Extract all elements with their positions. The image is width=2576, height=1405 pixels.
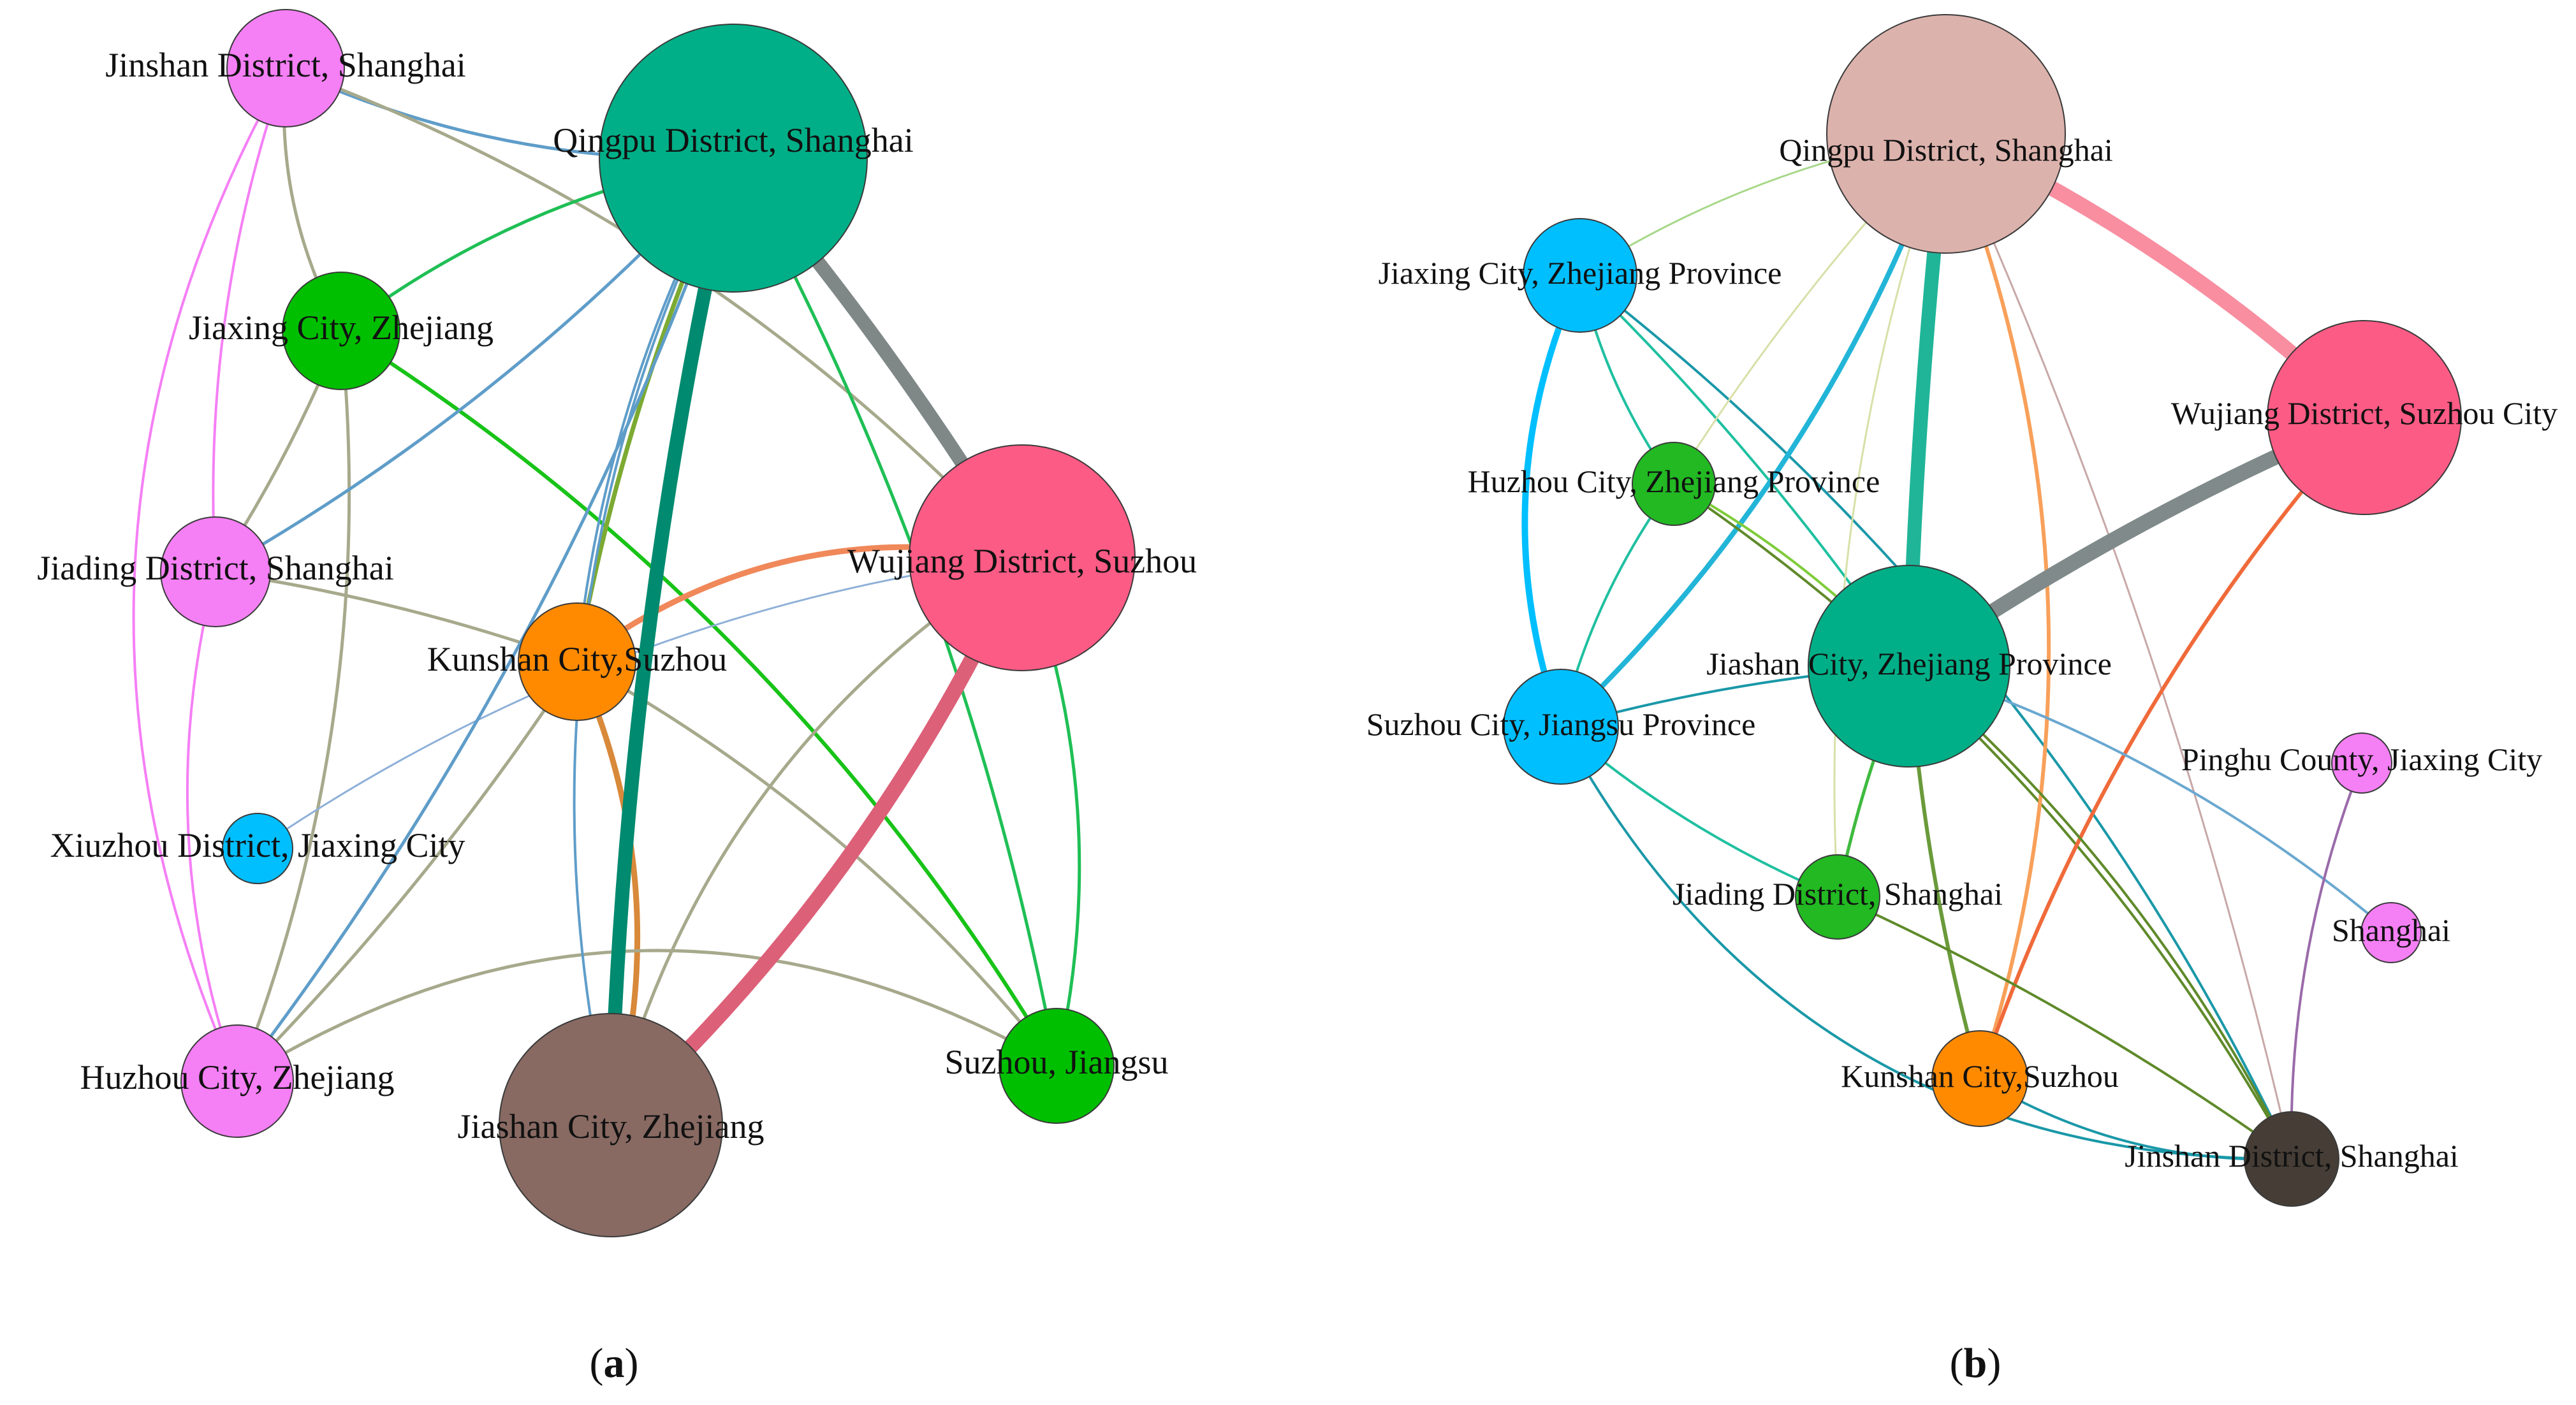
panel-a-edge-huzhou-kunshan [235,660,579,1083]
panel-b-node-jinshan [2244,1111,2339,1207]
panel-a-node-jiaxing [282,272,400,390]
panel-b-node-label-wujiang: Wujiang District, Suzhou City [2171,395,2558,431]
panel-a-node-label-qingpu: Qingpu District, Shanghai [553,121,913,159]
panel-a-edge-qingpu-jiashan [604,151,740,1132]
panel-a-node-qingpu [599,24,868,293]
panel-b-node-wujiang [2267,320,2462,515]
panel-b-node-jiaxing [1523,218,1637,333]
panel-a-node-jiading [160,516,271,627]
panel-a-node-label-huzhou: Huzhou City, Zhejiang [80,1058,395,1096]
panel-b-node-label-kunshan: Kunshan City,Suzhou [1841,1058,2119,1094]
panel-a-node-label-xiuzhou: Xiuzhou District, Jiaxing City [50,826,465,864]
panel-b-node-shanghai [2360,902,2422,963]
panel-a-edge-jiaxing-suzhou [339,329,1058,1068]
panel-a-node-label-jiaxing: Jiaxing City, Zhejiang [189,309,494,347]
panel-b-edge-wujiang-kunshan [1978,416,2366,1081]
panel-b-edge-qingpu-kunshan [1944,132,2051,1081]
panel-b-edge-jiaxing-suzhou [1521,272,1583,730]
panel-b-node-label-huzhou: Huzhou City, Zhejiang Province [1468,463,1880,499]
panel-b-edge-qingpu-jinshan [1945,133,2293,1160]
panel-b-edge-jiading-jinshan [1836,896,2293,1160]
panel-a-node-label-suzhou: Suzhou, Jiangsu [945,1043,1169,1081]
panel-b-node-qingpu [1826,14,2066,254]
panel-b-node-huzhou [1632,442,1716,526]
panel-b-node-label-jiashan: Jiashan City, Zhejiang Province [1706,646,2112,681]
panel-a-node-label-jiashan: Jiashan City, Zhejiang [458,1107,765,1146]
panel-b-node-label-suzhou: Suzhou City, Jiangsu Province [1366,706,1756,742]
panel-a-node-jinshan [226,9,345,127]
panel-a-node-label-kunshan: Kunshan City,Suzhou [427,640,728,678]
panel-a-node-label-wujiang: Wujiang District, Suzhou [847,542,1197,580]
panel-a-node-label-jinshan: Jinshan District, Shanghai [105,46,465,84]
panel-b-node-label-qingpu: Qingpu District, Shanghai [1779,132,2113,168]
panel-b-node-kunshan [1931,1030,2028,1127]
panel-b-node-jiashan [1808,565,2010,768]
panel-b-node-label-shanghai: Shanghai [2332,912,2450,948]
panel-b-caption: (b) [1950,1340,2002,1387]
panel-b-node-label-pinghu: Pinghu County, Jiaxing City [2181,741,2542,777]
panel-a-edge-kunshan-suzhou [575,660,1058,1068]
panel-b-node-label-jiading: Jiading District, Shanghai [1672,876,2003,912]
panel-b-node-label-jinshan: Jinshan District, Shanghai [2125,1138,2459,1174]
panel-b-edge-huzhou-jinshan [1672,483,2293,1160]
panel-a-caption: (a) [590,1340,639,1387]
panel-a-node-jiashan [499,1013,723,1237]
panel-b-node-pinghu [2331,732,2392,794]
panel-a-node-label-jiading: Jiading District, Shanghai [37,549,393,587]
panel-a-edge-jinshan-huzhou [132,67,287,1082]
panel-a-edge-jinshan-jiading [212,67,287,573]
panel-a-edge-huzhou-suzhou [235,949,1058,1083]
panel-b-node-label-jiaxing: Jiaxing City, Zhejiang Province [1379,255,1782,291]
panel-a-node-kunshan [518,602,636,721]
panel-b-node-jiading [1795,854,1880,940]
panel-a-edge-jiaxing-huzhou [235,329,351,1083]
panel-a-edge-jiading-huzhou [186,571,238,1082]
panel-b-nodes [1503,14,2462,1207]
panel-a-node-huzhou [180,1024,294,1138]
panel-a-node-wujiang [909,444,1136,671]
panel-a-nodes [160,9,1136,1237]
panel-b-edge-suzhou-jinshan [1560,725,2293,1161]
panel-a-node-suzhou [999,1008,1115,1124]
panel-b-node-suzhou [1503,669,1619,785]
panel-b-edge-pinghu-jinshan [2290,762,2363,1160]
panel-a-node-xiuzhou [222,813,293,884]
